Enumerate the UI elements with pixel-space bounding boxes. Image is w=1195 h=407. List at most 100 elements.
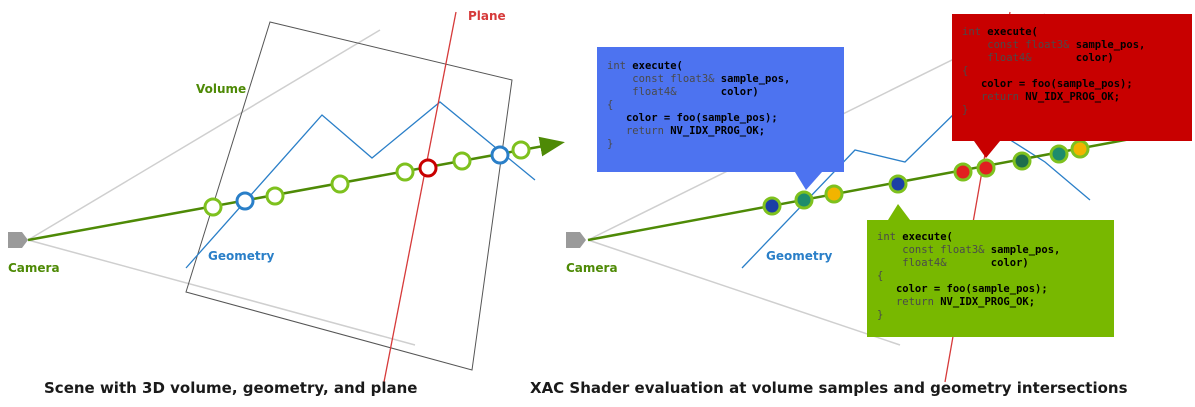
code-text: int: [607, 60, 633, 72]
shaded-sample: [1049, 144, 1069, 164]
volume-sample-marker: [452, 151, 472, 171]
camera-label: Camera: [8, 261, 60, 275]
code-box-green: int execute( const float3& sample_pos, f…: [877, 231, 1060, 322]
code-text: }: [877, 309, 884, 321]
code-line: return NV_IDX_PROG_OK;: [877, 296, 1060, 309]
code-line: color = foo(sample_pos);: [962, 78, 1145, 91]
volume-sample-marker: [203, 197, 223, 217]
code-line: int execute(: [607, 60, 790, 73]
code-line: return NV_IDX_PROG_OK;: [607, 125, 790, 138]
shaded-sample: [888, 174, 908, 194]
code-text: {: [607, 99, 614, 111]
code-text: const float3&: [607, 73, 721, 85]
shaded-sample: [824, 184, 844, 204]
code-text: [877, 283, 896, 295]
geometry-intersection-marker: [490, 145, 510, 165]
code-bold-text: color): [1075, 52, 1114, 64]
shaded-sample: [976, 158, 996, 178]
code-bold-text: color): [720, 86, 759, 98]
left-scene: [8, 11, 565, 383]
code-line: int execute(: [962, 26, 1145, 39]
code-line: float4& color): [962, 52, 1145, 65]
code-bold-text: NV_IDX_PROG_OK;: [1025, 91, 1121, 103]
frustum-lower-line: [27, 239, 416, 346]
code-text: int: [962, 26, 988, 38]
code-text: {: [877, 270, 884, 282]
code-text: const float3&: [877, 244, 991, 256]
code-bold-text: color = foo(sample_pos);: [980, 78, 1133, 90]
code-text: }: [962, 104, 969, 116]
frustum-lower-line: [587, 239, 901, 346]
shaded-sample: [1012, 151, 1032, 171]
code-text: float4&: [607, 86, 721, 98]
code-text: int: [877, 231, 903, 243]
shaded-sample: [953, 162, 973, 182]
view-ray: [27, 136, 565, 242]
code-line: {: [962, 65, 1145, 78]
code-line: color = foo(sample_pos);: [607, 112, 790, 125]
code-line: float4& color): [877, 257, 1060, 270]
code-line: {: [607, 99, 790, 112]
code-line: const float3& sample_pos,: [962, 39, 1145, 52]
code-line: }: [607, 138, 790, 151]
left-caption: Scene with 3D volume, geometry, and plan…: [44, 379, 418, 397]
geometry-label: Geometry: [208, 249, 275, 263]
code-text: return: [607, 125, 671, 137]
code-bold-text: execute(: [902, 231, 953, 243]
geometry-label: Geometry: [766, 249, 833, 263]
red-callout: [952, 14, 1192, 158]
plane-intersection-marker: [418, 158, 438, 178]
code-line: const float3& sample_pos,: [607, 73, 790, 86]
code-text: [962, 78, 981, 90]
code-text: return: [962, 91, 1026, 103]
code-text: float4&: [962, 52, 1076, 64]
code-bold-text: sample_pos,: [990, 244, 1061, 256]
code-line: return NV_IDX_PROG_OK;: [962, 91, 1145, 104]
code-text: {: [962, 65, 969, 77]
code-bold-text: NV_IDX_PROG_OK;: [670, 125, 766, 137]
right-scene: [566, 11, 1192, 383]
code-text: float4&: [877, 257, 991, 269]
plane-line: [383, 11, 457, 383]
geometry-intersection-marker: [235, 191, 255, 211]
blue-callout: [597, 47, 844, 190]
right-caption: XAC Shader evaluation at volume samples …: [530, 379, 1128, 397]
volume-frame: [185, 21, 513, 371]
code-line: }: [962, 104, 1145, 117]
code-text: return: [877, 296, 941, 308]
volume-label: Volume: [196, 82, 247, 96]
volume-sample-marker: [330, 174, 350, 194]
code-bold-text: sample_pos,: [1075, 39, 1146, 51]
volume-sample-marker: [265, 186, 285, 206]
shaded-sample: [794, 190, 814, 210]
code-box-red: int execute( const float3& sample_pos, f…: [962, 26, 1145, 117]
code-text: }: [607, 138, 614, 150]
code-text: [607, 112, 626, 124]
frustum-upper-line: [27, 29, 381, 241]
code-line: float4& color): [607, 86, 790, 99]
shaded-sample: [762, 196, 782, 216]
green-callout: [867, 204, 1114, 337]
code-bold-text: color): [990, 257, 1029, 269]
code-bold-text: color = foo(sample_pos);: [895, 283, 1048, 295]
code-bold-text: color = foo(sample_pos);: [625, 112, 778, 124]
code-line: {: [877, 270, 1060, 283]
code-line: const float3& sample_pos,: [877, 244, 1060, 257]
code-line: }: [877, 309, 1060, 322]
code-box-blue: int execute( const float3& sample_pos, f…: [607, 60, 790, 151]
camera-icon: [8, 232, 28, 248]
code-bold-text: execute(: [987, 26, 1038, 38]
camera-icon: [566, 232, 586, 248]
code-line: int execute(: [877, 231, 1060, 244]
code-bold-text: execute(: [632, 60, 683, 72]
volume-sample-marker: [395, 162, 415, 182]
volume-sample-marker: [511, 140, 531, 160]
geometry-polyline: [185, 101, 536, 269]
code-text: const float3&: [962, 39, 1076, 51]
camera-label: Camera: [566, 261, 618, 275]
plane-label: Plane: [468, 9, 506, 23]
shaded-sample: [1070, 139, 1090, 159]
code-bold-text: NV_IDX_PROG_OK;: [940, 296, 1036, 308]
code-bold-text: sample_pos,: [720, 73, 791, 85]
